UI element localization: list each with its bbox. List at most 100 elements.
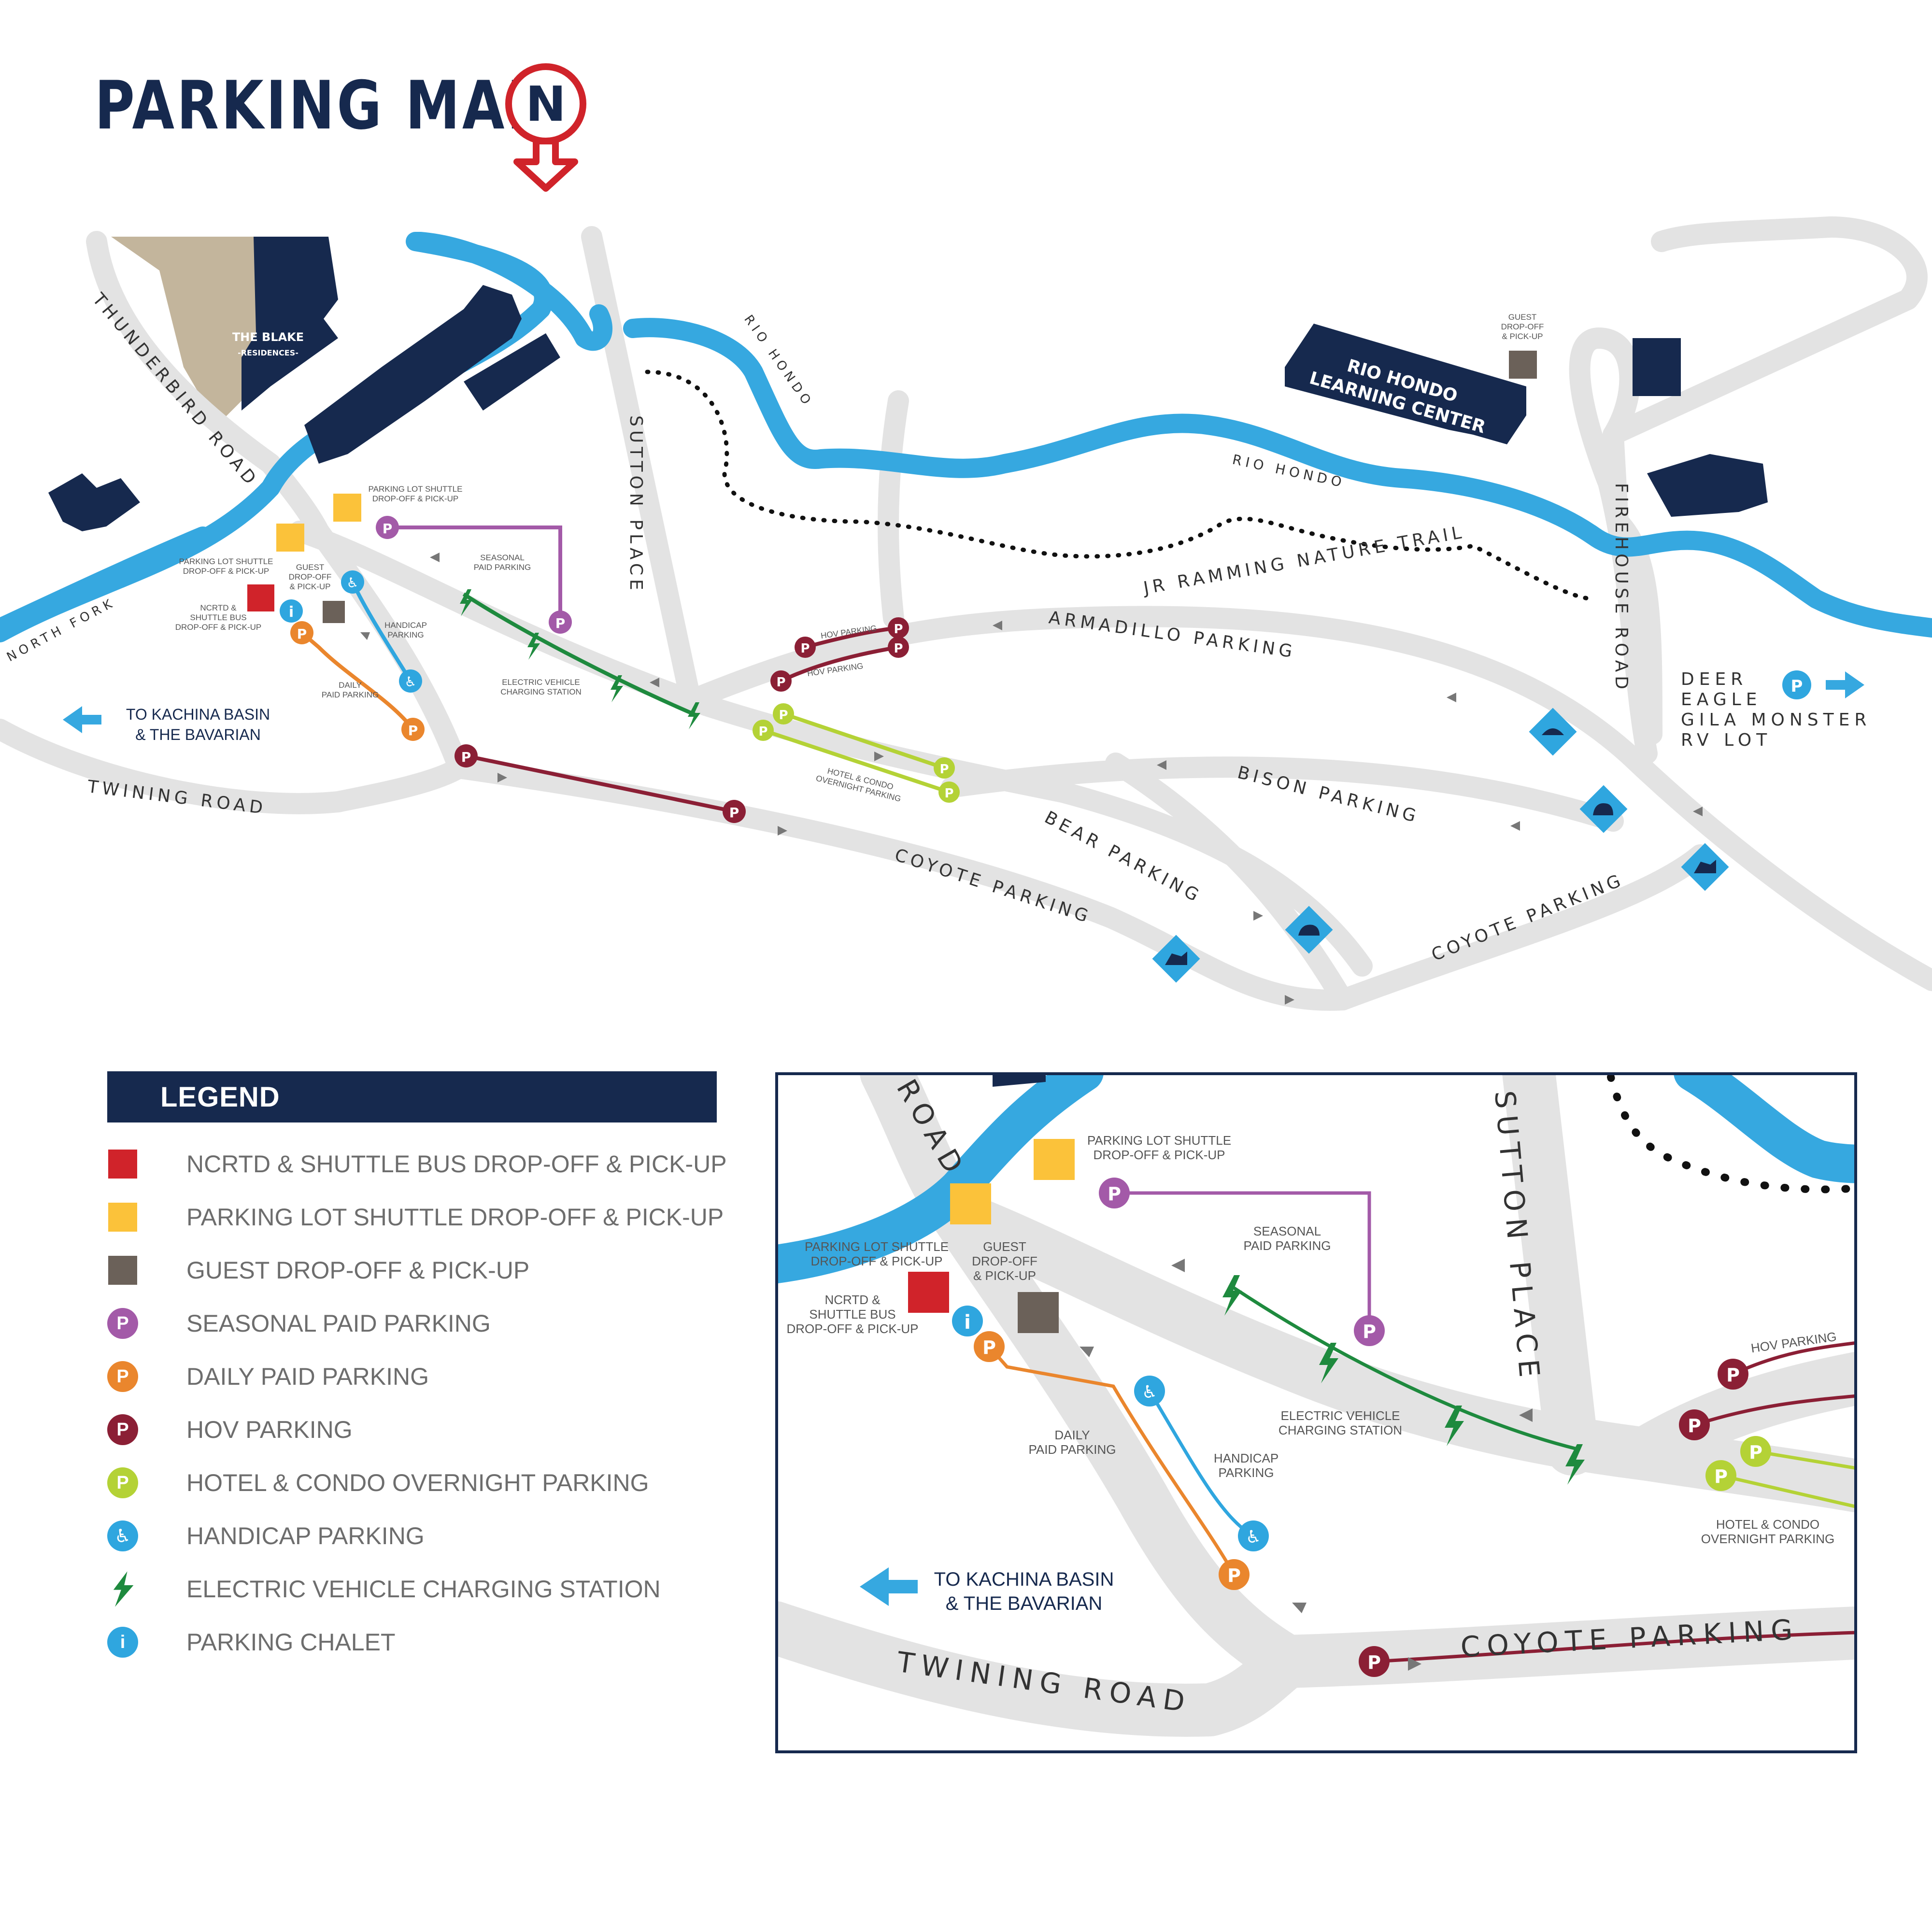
inset-hotel-marker-2[interactable]: P xyxy=(1705,1460,1736,1491)
deer-eagle-parking-marker[interactable]: P xyxy=(1782,670,1811,699)
ev-charging-icon[interactable] xyxy=(688,702,700,729)
hov-parking-marker-6[interactable]: P xyxy=(888,637,909,658)
seasonal-parking-marker[interactable]: P xyxy=(376,516,399,539)
inset-hotel-label-2: OVERNIGHT PARKING xyxy=(1701,1532,1834,1546)
hotel-route-line xyxy=(762,712,950,794)
inset-ncrtd-label-3: DROP-OFF & PICK-UP xyxy=(786,1321,918,1336)
guest-label-firehouse-3: & PICK-UP xyxy=(1502,332,1543,341)
inset-ev-label-2: CHARGING STATION xyxy=(1279,1423,1402,1437)
inset-ev-charging-icon[interactable] xyxy=(1319,1343,1338,1383)
kachina-label-2: & THE BAVARIAN xyxy=(135,726,261,743)
hov-parking-marker-2[interactable]: P xyxy=(723,800,746,823)
inset-handicap-label-2: PARKING xyxy=(1218,1465,1274,1480)
handicap-parking-marker[interactable]: ♿ xyxy=(341,570,364,594)
armadillo-zone-marker[interactable] xyxy=(1529,708,1577,756)
arrow-icon xyxy=(1408,1657,1421,1671)
inset-south-road xyxy=(932,1191,1314,1688)
inset-daily-label-2: PAID PARKING xyxy=(1028,1442,1116,1457)
coyote-zone-marker[interactable] xyxy=(1152,935,1200,983)
ncrtd-square xyxy=(247,584,274,611)
seasonal-route-line xyxy=(387,526,562,622)
blake-residences-lot xyxy=(111,237,256,425)
ev-charging-icon[interactable] xyxy=(527,633,540,660)
inset-handicap-marker[interactable]: ♿ xyxy=(1134,1376,1165,1406)
handicap-label-2: PARKING xyxy=(387,630,424,639)
legend-item: P DAILY PAID PARKING xyxy=(107,1357,429,1396)
arrow-icon xyxy=(1292,1603,1307,1613)
legend-item-label: DAILY PAID PARKING xyxy=(186,1363,429,1390)
inset-daily-marker[interactable]: P xyxy=(974,1331,1005,1362)
seasonal-label-2: PAID PARKING xyxy=(474,563,531,572)
legend-swatch: P xyxy=(107,1361,138,1392)
house-west xyxy=(48,473,140,531)
ev-charging-icon[interactable] xyxy=(611,675,623,702)
inset-handicap-label: HANDICAP xyxy=(1214,1451,1279,1465)
handicap-parking-marker-2[interactable]: ♿ xyxy=(399,669,422,693)
hov-parking-marker-3[interactable]: P xyxy=(795,637,816,658)
svg-text:♿: ♿ xyxy=(404,674,416,690)
inset-ev-charging-icon[interactable] xyxy=(1222,1275,1242,1316)
daily-parking-marker-2[interactable]: P xyxy=(401,718,425,741)
inset-hov-marker-2[interactable]: P xyxy=(1718,1359,1748,1390)
northeast-road-2 xyxy=(1651,216,1841,252)
parking-lot-shuttle-square-1 xyxy=(333,494,361,522)
parking-lot-shuttle-label-4: DROP-OFF & PICK-UP xyxy=(183,567,270,576)
parking-chalet-marker[interactable]: i xyxy=(280,599,303,623)
inset-seasonal-marker-2[interactable]: P xyxy=(1354,1315,1385,1346)
ev-charging-icon[interactable] xyxy=(460,589,472,616)
hov-parking-marker[interactable]: P xyxy=(455,744,478,767)
eagle-lot-label: EAGLE xyxy=(1681,690,1762,710)
inset-daily-marker-2[interactable]: P xyxy=(1219,1559,1250,1590)
inset-parking-lot-shuttle-square-2 xyxy=(950,1183,991,1224)
hotel-parking-marker-4[interactable]: P xyxy=(938,781,960,803)
handicap-route-line xyxy=(351,581,412,682)
svg-text:P: P xyxy=(461,749,471,765)
inset-ev-charging-icon[interactable] xyxy=(1565,1444,1585,1485)
hotel-parking-marker-2[interactable]: P xyxy=(753,720,774,741)
inset-sutton-road xyxy=(1502,1072,1599,1476)
inset-seasonal-marker[interactable]: P xyxy=(1099,1178,1130,1208)
legend-swatch xyxy=(107,1149,138,1179)
coyote-zone-marker-east[interactable] xyxy=(1681,843,1729,891)
coyote-road-east xyxy=(1332,844,1711,1010)
inset-guest-label: GUEST xyxy=(983,1239,1026,1254)
legend-title: LEGEND xyxy=(160,1081,280,1113)
hotel-parking-marker[interactable]: P xyxy=(773,703,794,724)
legend-swatch: ♿ xyxy=(107,1520,138,1551)
svg-text:P: P xyxy=(779,708,788,723)
inset-handicap-marker-2[interactable]: ♿ xyxy=(1238,1520,1269,1551)
inset-hov-marker[interactable]: P xyxy=(1359,1646,1390,1677)
ev-label-2: CHARGING STATION xyxy=(500,687,582,696)
arrow-icon xyxy=(430,553,440,562)
inset-shuttle-label-2: DROP-OFF & PICK-UP xyxy=(1093,1148,1225,1162)
legend-item: ♿HANDICAP PARKING xyxy=(107,1517,425,1555)
armadillo-road xyxy=(680,606,1932,991)
guest-label: GUEST xyxy=(296,563,325,572)
inset-ev-charging-icon[interactable] xyxy=(1445,1406,1464,1446)
arrow-icon xyxy=(360,632,370,640)
svg-text:P: P xyxy=(729,805,739,821)
inset-parking-chalet-marker[interactable]: i xyxy=(952,1306,983,1336)
inset-hotel-marker[interactable]: P xyxy=(1740,1436,1771,1467)
parking-circle-icon: P xyxy=(107,1414,138,1445)
inset-shuttle-label-3: PARKING LOT SHUTTLE xyxy=(805,1239,949,1254)
hov-parking-marker-4[interactable]: P xyxy=(770,670,792,692)
inset-hov-marker-3[interactable]: P xyxy=(1679,1409,1710,1440)
inset-twining-road xyxy=(775,1601,1314,1737)
hov-parking-marker-5[interactable]: P xyxy=(888,617,909,639)
seasonal-parking-marker-2[interactable]: P xyxy=(549,611,572,634)
inset-ev-icons xyxy=(1222,1275,1585,1485)
daily-parking-marker[interactable]: P xyxy=(290,621,313,644)
bear-zone-marker[interactable] xyxy=(1285,906,1333,954)
northeast-road xyxy=(1603,216,1928,445)
bison-zone-marker[interactable] xyxy=(1579,785,1628,833)
legend-item-label: PARKING CHALET xyxy=(186,1629,396,1656)
arrow-icon xyxy=(1447,693,1456,702)
hotel-parking-marker-3[interactable]: P xyxy=(934,757,955,779)
inset-shuttle-label: PARKING LOT SHUTTLE xyxy=(1087,1133,1231,1148)
daily-label: DAILY xyxy=(339,681,362,690)
coyote-road-west xyxy=(308,521,1353,1011)
